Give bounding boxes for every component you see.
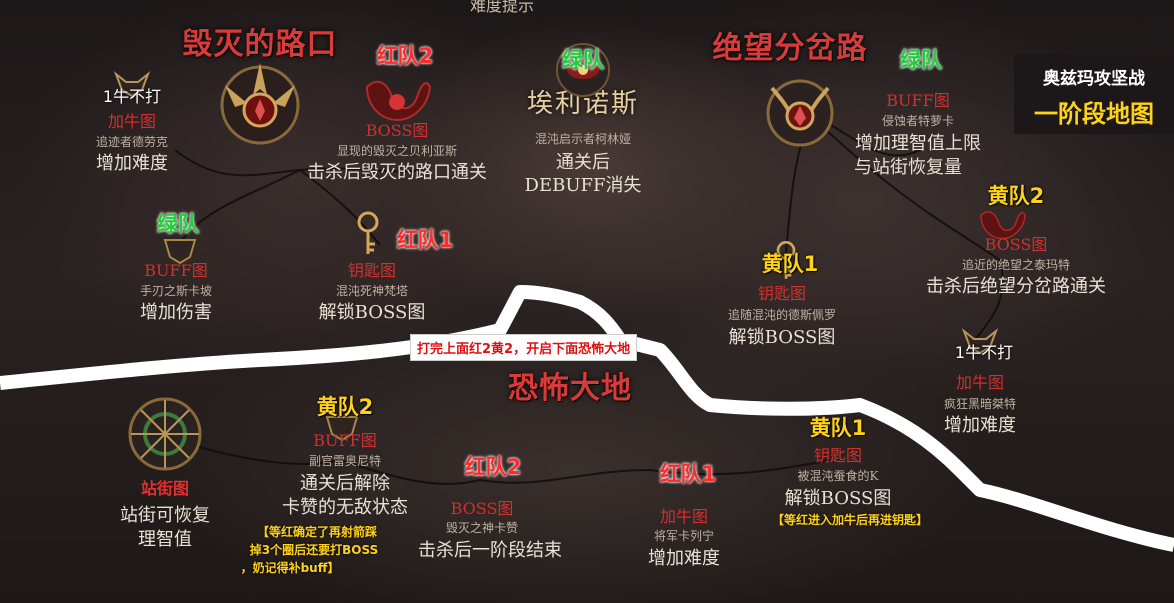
n7-team: 黄队2 [987,184,1045,208]
n10-type[interactable]: 站街图 [140,479,190,498]
n6-team: 绿队 [900,48,942,72]
n12-desc: 击杀后一阶段结束 [418,540,562,561]
n13-desc: 增加难度 [648,548,720,569]
n7-sub: 追近的绝望之泰玛特 [961,258,1071,272]
title-line-1: 奥兹玛攻坚战 [1043,69,1145,89]
n12-team: 红队2 [464,455,522,479]
title-panel: 奥兹玛攻坚战 一阶段地图 [1014,54,1174,134]
n13-type[interactable]: 加牛图 [659,507,709,526]
n13-sub: 将军卡列宁 [653,529,715,543]
bull-icon[interactable] [112,68,152,98]
eye-icon[interactable] [553,40,613,100]
n9-tag: 1牛不打 [954,343,1014,362]
n11-desc-2: 卡赞的无敌状态 [282,497,408,518]
n1-desc: 增加难度 [96,153,168,174]
n7-type[interactable]: BOSS图 [984,235,1048,254]
n14-type[interactable]: 钥匙图 [813,446,863,465]
bull-icon-2[interactable] [960,325,1000,355]
n10-desc-2: 理智值 [138,529,192,550]
key-icon[interactable] [350,210,386,258]
n7-desc: 击杀后绝望分岔路通关 [926,276,1106,297]
n2-type[interactable]: BOSS图 [365,121,429,140]
n2-sub: 显现的毁灭之贝利亚斯 [336,144,458,158]
n4-desc: 解锁BOSS图 [318,302,426,323]
elinos-sub: 混沌启示者柯林娅 [534,132,632,146]
elinos-desc-2: DEBUFF消失 [524,175,642,196]
n14-desc: 解锁BOSS图 [784,488,892,509]
left-note-line-2: 掉3个圈后还要打BOSS [249,543,379,557]
n9-type[interactable]: 加牛图 [955,373,1005,392]
n9-desc: 增加难度 [944,415,1016,436]
compass-station-icon[interactable] [125,392,205,477]
shield-buff-icon[interactable] [160,235,200,265]
n14-team: 黄队1 [809,416,867,440]
n11-team: 黄队2 [316,395,374,419]
n5-team: 绿队 [562,48,604,72]
n3-desc: 增加伤害 [140,302,212,323]
n4-sub: 混沌死神梵塔 [335,284,409,298]
n11-type[interactable]: BUFF图 [313,431,377,450]
n2-desc: 击杀后毁灭的路口通关 [307,162,487,183]
region-title-despair-fork: 绝望分岔路 [712,31,868,66]
n2-team: 红队2 [376,44,434,68]
left-note-line-1: 【等红确定了再射箭踩 [256,525,378,539]
left-note-line-3: ，奶记得补buff】 [240,561,340,575]
horned-boss-icon-2[interactable] [760,68,840,153]
n6-sub: 侵蚀者特萝卡 [881,114,955,128]
horned-boss-icon-3[interactable] [972,205,1032,240]
n8-type[interactable]: 钥匙图 [757,284,807,303]
n6-desc-2: 与站街恢复量 [854,157,962,178]
n9-sub: 疯狂黑暗桀特 [943,397,1017,411]
n3-sub: 手刃之斯卡坡 [139,284,213,298]
n3-type[interactable]: BUFF图 [144,261,208,280]
n14-sub: 被混沌蚕食的K [797,469,879,483]
right-note: 【等红进入加牛后再进钥匙】 [771,513,929,527]
n1-tag: 1牛不打 [102,87,162,106]
n8-desc: 解锁BOSS图 [728,327,836,348]
n6-type[interactable]: BUFF图 [886,91,950,110]
n1-sub: 追迹者德劳克 [95,135,169,149]
n13-team: 红队1 [659,462,717,486]
top-fragment-text: 难度提示 [470,0,535,15]
n10-desc-1: 站街可恢复 [120,505,210,526]
shield-buff-icon-2[interactable] [322,412,362,442]
region-title-terror-land: 恐怖大地 [508,371,632,406]
n11-desc-1: 通关后解除 [300,473,390,494]
elinos-desc-1: 通关后 [556,152,610,173]
n11-sub: 副官雷奥尼特 [308,454,382,468]
mid-note: 打完上面红2黄2，开启下面恐怖大地 [410,334,638,361]
n3-team: 绿队 [157,212,199,236]
n12-sub: 毁灭之神卡赞 [445,521,519,535]
n4-type[interactable]: 钥匙图 [347,261,397,280]
key-icon-2[interactable] [770,238,802,284]
title-line-2: 一阶段地图 [1034,100,1154,128]
divider-path [0,285,1174,552]
n8-sub: 追随混沌的德斯佩罗 [727,308,837,322]
n1-type[interactable]: 加牛图 [107,112,157,131]
n12-type[interactable]: BOSS图 [450,499,514,518]
region-title-ruin-crossroad: 毁灭的路口 [182,27,338,62]
horned-boss-icon[interactable] [362,72,432,122]
demon-boss-icon[interactable] [215,55,305,150]
n6-desc-1: 增加理智值上限 [855,133,981,154]
n8-team: 黄队1 [761,252,819,276]
n4-team: 红队1 [396,228,454,252]
